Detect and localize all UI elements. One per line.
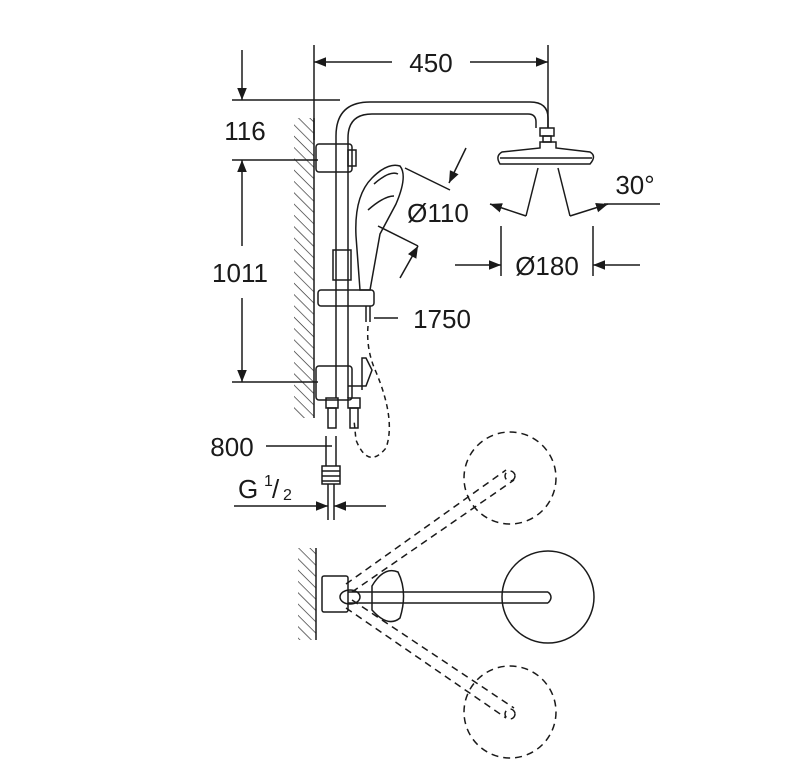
head-shower: [497, 141, 595, 165]
wall-hatching: [294, 118, 314, 418]
front-view: 450 116 1011: [210, 45, 660, 520]
dimension-head-diameter: [455, 226, 640, 276]
dimension-rail-height-label: 1011: [212, 258, 268, 288]
riser-rail: [315, 101, 555, 398]
shower-height-label: 1750: [413, 304, 471, 334]
head-position-upper-dashed: [463, 431, 557, 525]
dimension-arm-height: [232, 50, 340, 101]
thread-prefix-label: G: [238, 474, 258, 504]
dimension-hand-diameter-label: Ø110: [407, 198, 469, 228]
dimension-rail-height: [232, 159, 318, 383]
thermostat-mixer: [315, 357, 373, 429]
hose-fitting: [321, 436, 341, 520]
top-view: [298, 431, 595, 759]
top-view-wall-hatching: [298, 548, 316, 640]
thread-slash: /: [272, 474, 280, 504]
dimension-width-label: 450: [409, 48, 452, 78]
thread-numerator-label: 1: [264, 473, 273, 490]
head-position-lower-dashed: [463, 665, 557, 759]
head-position-center: [501, 550, 595, 644]
spray-angle-lines: [489, 167, 660, 217]
hose-dashed: [353, 325, 391, 458]
page-margin: [0, 0, 30, 768]
dimension-head-diameter-label: Ø180: [515, 251, 579, 281]
hand-shower: [317, 164, 404, 322]
hose-length-label: 800: [210, 432, 253, 462]
arm-position-lower-dashed: [345, 599, 516, 720]
spray-angle-label: 30°: [615, 170, 654, 200]
arm-position-upper-dashed: [345, 469, 516, 593]
thread-denominator-label: 2: [283, 487, 292, 504]
dimension-arm-height-label: 116: [224, 116, 265, 146]
technical-drawing-panel: [30, 0, 792, 768]
dimension-hand-diameter: [377, 147, 467, 279]
arm-main: [321, 569, 552, 623]
